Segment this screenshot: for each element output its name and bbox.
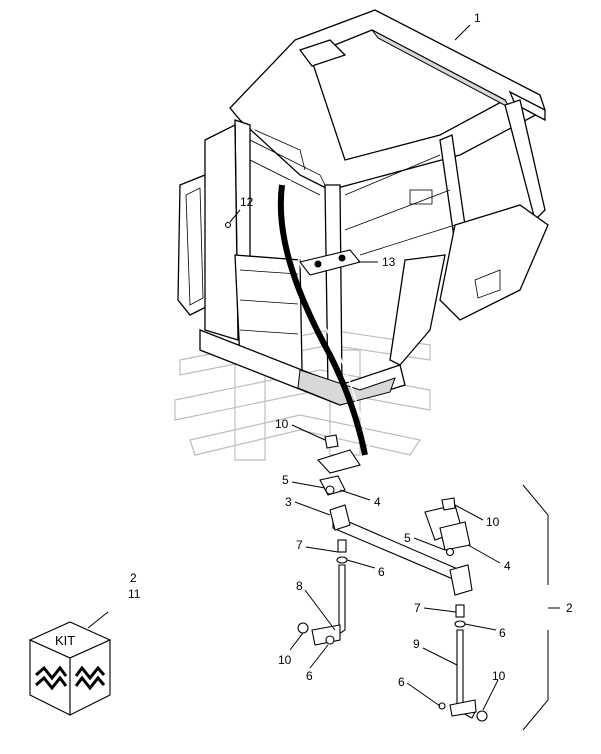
callout-10-top: 10 [275,417,289,431]
bracket-left [319,475,346,496]
callout-6-left: 6 [378,565,385,579]
rod-left [297,539,348,646]
callout-10-lower-left: 10 [278,653,292,667]
callout-8: 8 [296,579,303,593]
callout-13: 13 [382,255,396,269]
callout-5-left: 5 [282,473,289,487]
callout-2-group: 2 [566,601,573,615]
callout-11-kit: 11 [128,587,141,601]
callout-6-lower-right: 6 [398,675,405,689]
callout-3: 3 [285,495,292,509]
callout-5-right: 5 [404,531,411,545]
screw-12 [224,221,232,229]
group-bracket [522,484,560,731]
kit-label: KIT [55,633,75,648]
callouts: 1 12 13 10 5 4 3 7 6 8 10 6 10 5 4 7 6 9… [128,11,573,689]
callout-10-lower-right: 10 [492,669,506,683]
rod-right [438,604,488,722]
callout-4-right: 4 [504,559,511,573]
kit-box-icon: KIT [28,621,112,716]
callout-9: 9 [413,637,420,651]
callout-7-left: 7 [296,538,303,552]
bracket-right [424,497,471,557]
callout-2-kit: 2 [130,571,137,585]
lever-bar [329,504,473,596]
cab-frame [177,9,549,456]
callout-6-right: 6 [499,626,506,640]
callout-12: 12 [240,195,254,209]
callout-7-right: 7 [414,601,421,615]
leader-lines [87,24,501,711]
callout-10-upper-right: 10 [486,515,500,529]
upper-mount [317,434,361,474]
callout-4-left: 4 [374,495,381,509]
callout-1: 1 [474,11,481,25]
callout-6-lower-left: 6 [306,669,313,683]
